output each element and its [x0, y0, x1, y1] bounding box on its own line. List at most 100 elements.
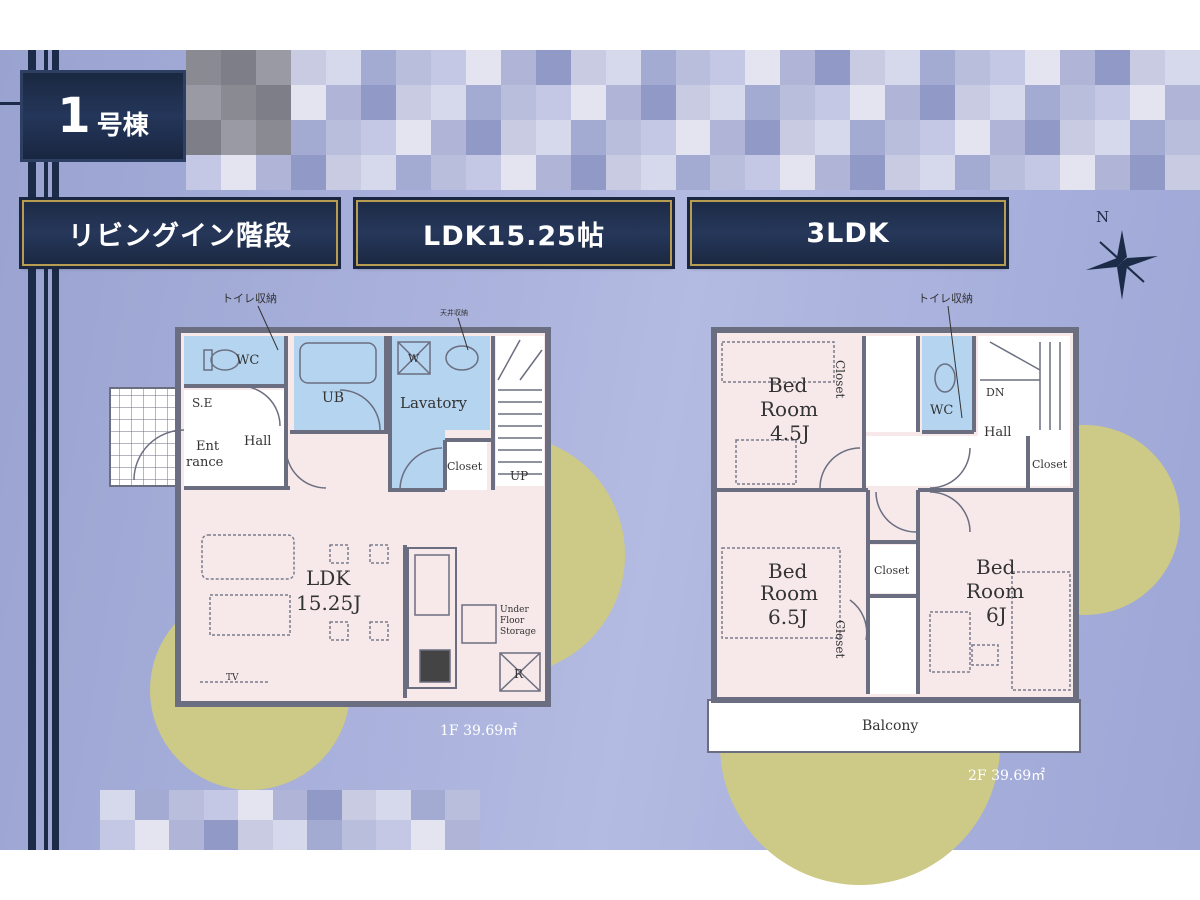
mosaic-cell — [360, 85, 396, 120]
mosaic-cell — [745, 155, 781, 190]
mosaic-cell — [220, 120, 256, 155]
mosaic-cell — [1095, 50, 1131, 85]
label-r: R — [514, 667, 524, 681]
mosaic-cell — [885, 50, 921, 85]
mosaic-cell — [535, 85, 571, 120]
floor1-area: 1F 39.69㎡ — [440, 723, 517, 739]
label-wc: WC — [236, 353, 259, 368]
mosaic-cell — [220, 155, 256, 190]
mosaic-cell — [850, 120, 886, 155]
mosaic-cell — [238, 820, 273, 850]
label-bed3: Room — [966, 579, 1024, 603]
mosaic-cell — [307, 820, 342, 850]
building-suffix: 号棟 — [96, 110, 149, 141]
mosaic-cell — [605, 120, 641, 155]
mosaic-cell — [395, 50, 431, 85]
mosaic-cell — [1060, 120, 1096, 155]
mosaic-cell — [920, 155, 956, 190]
label-balcony: Balcony — [862, 718, 918, 734]
mosaic-cell — [341, 790, 377, 820]
mosaic-cell — [710, 155, 746, 190]
label-entrance: rance — [186, 455, 224, 470]
mosaic-cell — [780, 85, 816, 120]
mosaic-cell — [500, 155, 536, 190]
closet-area — [866, 336, 916, 432]
wc-room — [184, 336, 284, 384]
mosaic-cell — [920, 85, 956, 120]
mosaic-cell — [955, 155, 991, 190]
floor1-plan: WC UB Lavatory S.E Ent rance Hall Closet… — [109, 292, 551, 739]
label-toilet-storage: トイレ収納 — [222, 292, 277, 305]
label-bed2: Bed — [768, 559, 808, 583]
mosaic-cell — [100, 820, 135, 850]
mosaic-cell — [920, 50, 956, 85]
mosaic-cell — [605, 85, 641, 120]
label-bed3-size: 6J — [986, 603, 1007, 627]
mosaic-cell — [290, 50, 326, 85]
mosaic-cell — [955, 85, 991, 120]
mosaic-cell — [134, 790, 170, 820]
header-rule — [0, 102, 30, 105]
floor2-area: 2F 39.69㎡ — [968, 768, 1045, 784]
mosaic-cell — [290, 120, 326, 155]
label-ceiling-storage: 天井収納 — [440, 308, 468, 317]
mosaic-cell — [1060, 155, 1096, 190]
left-stripe — [28, 50, 36, 850]
mosaic-cell — [445, 820, 480, 850]
mosaic-cell — [710, 50, 746, 85]
mosaic-cell — [1130, 85, 1166, 120]
label-under-floor: Under — [500, 605, 529, 615]
label-ub: UB — [322, 390, 344, 406]
label-w: W — [408, 352, 420, 365]
mosaic-cell — [203, 820, 239, 850]
mosaic-cell — [465, 50, 501, 85]
hall-area-2f — [866, 436, 1026, 486]
mosaic-cell — [238, 790, 273, 820]
mosaic-cell — [500, 120, 536, 155]
mosaic-cell — [1095, 155, 1131, 190]
mosaic-cell — [395, 120, 431, 155]
mosaic-cell — [675, 85, 711, 120]
label-closet: Closet — [447, 460, 483, 473]
mosaic-cell — [255, 155, 291, 190]
mosaic-cell — [640, 50, 676, 85]
label-closet: Closet — [874, 564, 910, 577]
mosaic-cell — [570, 155, 606, 190]
mosaic-cell — [410, 820, 446, 850]
mosaic-cell — [341, 820, 377, 850]
mosaic-cell — [1025, 155, 1061, 190]
mosaic-cell — [1130, 50, 1166, 85]
mosaic-cell — [745, 85, 781, 120]
mosaic-cell — [570, 85, 606, 120]
mosaic-cell — [220, 85, 256, 120]
mosaic-cell — [500, 50, 536, 85]
closet-area — [1030, 442, 1070, 486]
mosaic-cell — [255, 120, 291, 155]
mosaic-cell — [395, 155, 431, 190]
mosaic-cell — [1165, 85, 1200, 120]
mosaic-cell — [272, 820, 308, 850]
mosaic-cell — [255, 50, 291, 85]
tag-layout: 3LDK — [690, 200, 1006, 266]
mosaic-cell — [376, 790, 411, 820]
mosaic-cell — [885, 85, 921, 120]
label-bed2-size: 6.5J — [768, 605, 808, 629]
pixelated-header-text — [186, 50, 1200, 190]
label-bed1: Bed — [768, 373, 808, 397]
stair-area — [496, 336, 544, 486]
hall-area — [184, 390, 284, 486]
mosaic-cell — [430, 50, 466, 85]
mosaic-cell — [535, 50, 571, 85]
left-stripe-thin — [44, 50, 48, 850]
mosaic-cell — [325, 85, 361, 120]
mosaic-cell — [745, 50, 781, 85]
mosaic-cell — [465, 120, 501, 155]
left-stripe — [52, 50, 59, 850]
mosaic-cell — [815, 85, 851, 120]
mosaic-cell — [710, 120, 746, 155]
label-tv: TV — [226, 673, 239, 683]
mosaic-cell — [325, 120, 361, 155]
entrance-porch — [109, 387, 181, 487]
balcony — [707, 699, 1081, 753]
label-dn: DN — [986, 386, 1005, 399]
